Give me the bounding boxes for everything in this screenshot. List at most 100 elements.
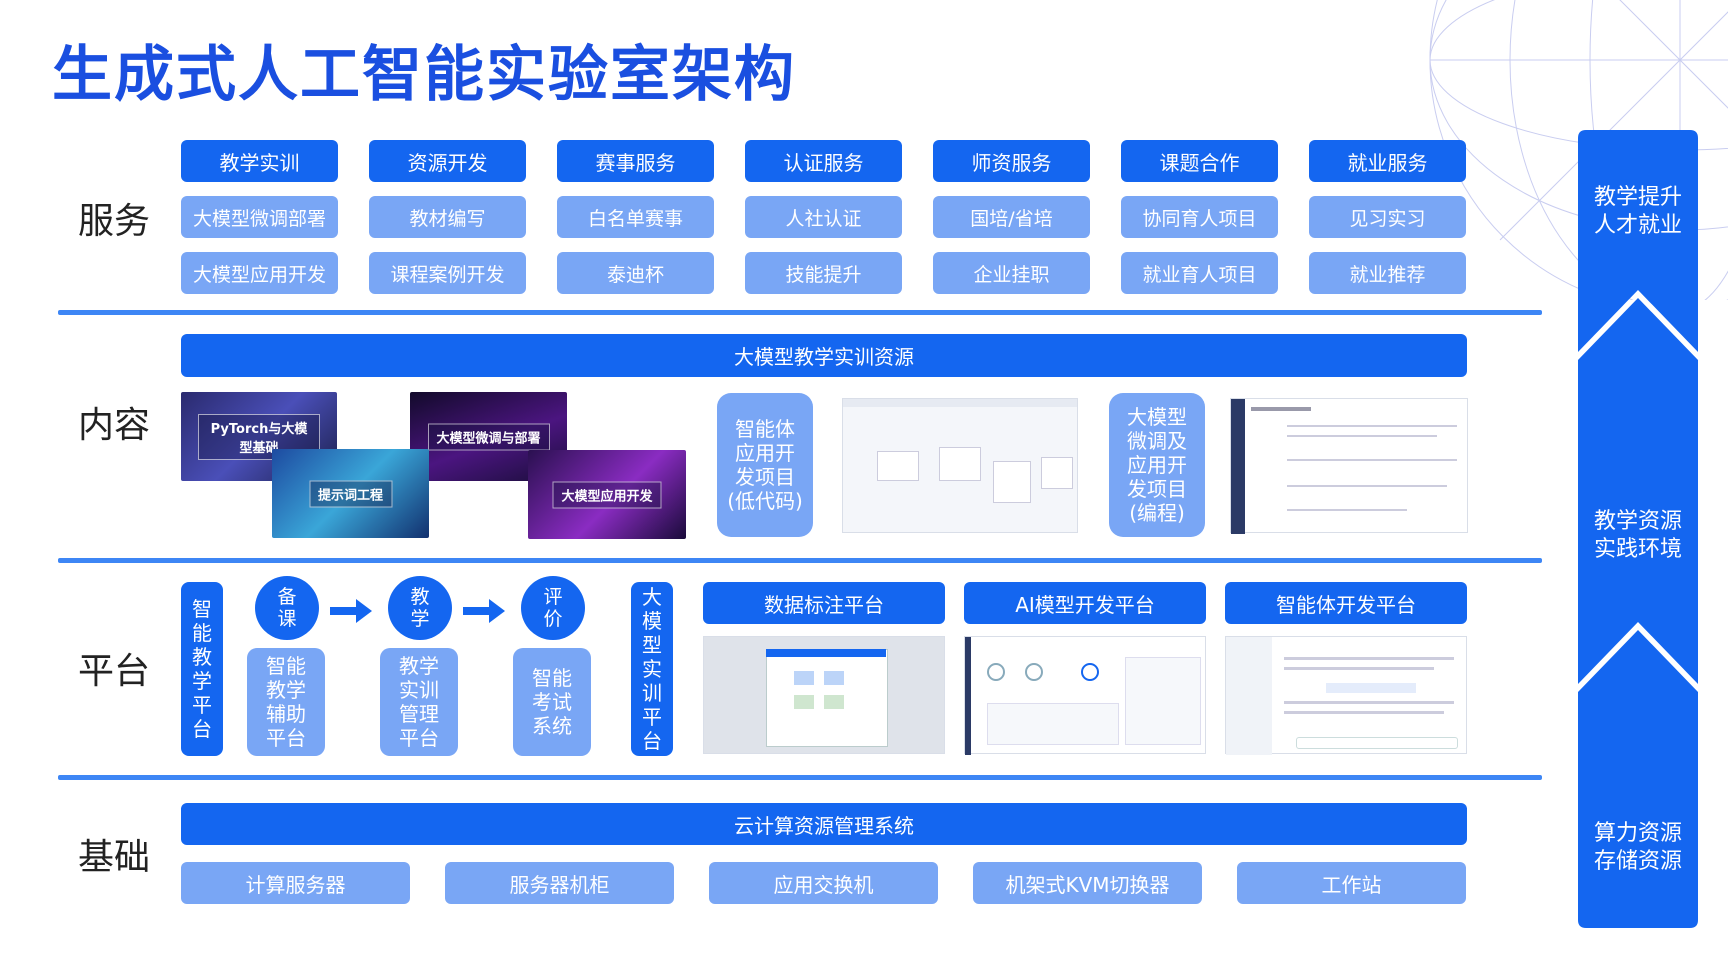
- arrow-right-icon: [463, 599, 505, 623]
- service-header[interactable]: 师资服务: [933, 140, 1090, 182]
- label-line: 教: [192, 645, 212, 669]
- service-header[interactable]: 认证服务: [745, 140, 902, 182]
- step-circle-char: 评: [543, 586, 563, 608]
- service-header[interactable]: 课题合作: [1121, 140, 1278, 182]
- service-item[interactable]: 就业育人项目: [1121, 252, 1278, 294]
- label-line: 应用开: [1127, 453, 1187, 477]
- label-line: 平台: [266, 726, 306, 750]
- label-line: 教学: [266, 678, 306, 702]
- service-item[interactable]: 泰迪杯: [557, 252, 714, 294]
- label-line: 台: [192, 717, 212, 741]
- label-line: 型: [642, 633, 662, 657]
- lowcode-project-label: 智能体应用开发项目(低代码): [727, 417, 803, 513]
- lowcode-screenshot: [842, 398, 1078, 533]
- service-header[interactable]: 就业服务: [1309, 140, 1466, 182]
- row-label-content: 内容: [78, 405, 151, 446]
- side-label-top: 教学提升 人才就业: [1578, 184, 1698, 240]
- service-item[interactable]: 大模型应用开发: [181, 252, 338, 294]
- service-item[interactable]: 协同育人项目: [1121, 196, 1278, 238]
- label-line: 大: [642, 585, 662, 609]
- step-circle[interactable]: 评价: [521, 576, 585, 640]
- label-line: 管理: [399, 702, 439, 726]
- service-item[interactable]: 就业推荐: [1309, 252, 1466, 294]
- service-item[interactable]: 企业挂职: [933, 252, 1090, 294]
- label-line: 微调及: [1127, 429, 1187, 453]
- label-line: 智能: [266, 654, 306, 678]
- divider-3: [58, 775, 1542, 780]
- page-title: 生成式人工智能实验室架构: [52, 40, 796, 110]
- foundation-item[interactable]: 机架式KVM切换器: [973, 862, 1202, 904]
- step-pill-label: 智能考试系统: [532, 666, 572, 738]
- row-label-service: 服务: [78, 201, 151, 242]
- label-line: 发项目: [734, 465, 795, 489]
- model-dev-screenshot: [964, 636, 1206, 755]
- service-item[interactable]: 大模型微调部署: [181, 196, 338, 238]
- label-line: 大模型: [1127, 405, 1187, 429]
- label-line: 平: [642, 705, 662, 729]
- row-label-platform: 平台: [78, 651, 151, 692]
- side-label-line: 教学提升: [1593, 185, 1682, 210]
- service-header[interactable]: 教学实训: [181, 140, 338, 182]
- llm-training-platform-label: 大模型实训平台: [642, 585, 662, 753]
- step-pill[interactable]: 教学实训管理平台: [380, 648, 458, 756]
- step-circle[interactable]: 教学: [388, 576, 452, 640]
- course-thumb-label: 大模型微调与部署: [427, 423, 550, 450]
- course-thumb-prompt[interactable]: 提示词工程: [272, 449, 429, 538]
- side-label-line: 人才就业: [1593, 213, 1682, 238]
- label-line: 平: [192, 693, 212, 717]
- side-label-line: 算力资源: [1593, 821, 1682, 846]
- service-item[interactable]: 见习实习: [1309, 196, 1466, 238]
- step-pill[interactable]: 智能教学辅助平台: [247, 648, 325, 756]
- step-pill[interactable]: 智能考试系统: [513, 648, 591, 756]
- annotation-screenshot: [703, 636, 945, 754]
- tool-data-annotation[interactable]: 数据标注平台: [703, 582, 945, 624]
- foundation-banner: 云计算资源管理系统: [181, 803, 1467, 845]
- foundation-item[interactable]: 计算服务器: [181, 862, 410, 904]
- side-label-middle: 教学资源 实践环境: [1578, 508, 1698, 564]
- label-line: 智能: [532, 666, 572, 690]
- tool-agent-dev[interactable]: 智能体开发平台: [1225, 582, 1467, 624]
- label-line: 应用开: [734, 441, 795, 465]
- step-circle-char: 价: [543, 608, 563, 630]
- foundation-item[interactable]: 工作站: [1237, 862, 1466, 904]
- step-circle-char: 备: [277, 586, 297, 608]
- course-thumb-pytorch[interactable]: PyTorch与大模型基础: [181, 392, 337, 481]
- agent-dev-screenshot: [1225, 636, 1467, 755]
- label-line: 智: [192, 597, 212, 621]
- llm-training-platform[interactable]: 大模型实训平台: [631, 582, 673, 756]
- label-line: (低代码): [727, 489, 803, 513]
- side-label-line: 教学资源: [1593, 509, 1682, 534]
- label-line: (编程): [1129, 501, 1185, 525]
- service-item[interactable]: 教材编写: [369, 196, 526, 238]
- row-label-foundation: 基础: [78, 837, 151, 878]
- label-line: 台: [642, 729, 662, 753]
- service-item[interactable]: 人社认证: [745, 196, 902, 238]
- step-pill-label: 智能教学辅助平台: [266, 654, 306, 750]
- code-project-label: 大模型微调及应用开发项目(编程): [1127, 405, 1187, 525]
- label-line: 能: [192, 621, 212, 645]
- lowcode-project-pill[interactable]: 智能体应用开发项目(低代码): [717, 393, 813, 537]
- course-thumb-appdev[interactable]: 大模型应用开发: [528, 450, 686, 539]
- tool-ai-model-dev[interactable]: AI模型开发平台: [964, 582, 1206, 624]
- side-label-bottom: 算力资源 存储资源: [1578, 820, 1698, 876]
- service-item[interactable]: 课程案例开发: [369, 252, 526, 294]
- side-label-line: 实践环境: [1593, 537, 1682, 562]
- foundation-item[interactable]: 服务器机柜: [445, 862, 674, 904]
- service-item[interactable]: 国培/省培: [933, 196, 1090, 238]
- service-item[interactable]: 技能提升: [745, 252, 902, 294]
- label-line: 实: [642, 657, 662, 681]
- step-circle[interactable]: 备课: [255, 576, 319, 640]
- course-thumb-label: 提示词工程: [308, 480, 393, 507]
- label-line: 考试: [532, 690, 572, 714]
- foundation-item[interactable]: 应用交换机: [709, 862, 938, 904]
- label-line: 实训: [399, 678, 439, 702]
- label-line: 智能体: [734, 417, 795, 441]
- service-header[interactable]: 资源开发: [369, 140, 526, 182]
- label-line: 系统: [532, 714, 572, 738]
- label-line: 训: [642, 681, 662, 705]
- service-item[interactable]: 白名单赛事: [557, 196, 714, 238]
- code-project-pill[interactable]: 大模型微调及应用开发项目(编程): [1109, 393, 1205, 537]
- service-header[interactable]: 赛事服务: [557, 140, 714, 182]
- smart-teaching-platform[interactable]: 智能教学平台: [181, 582, 223, 756]
- step-circle-char: 课: [277, 608, 297, 630]
